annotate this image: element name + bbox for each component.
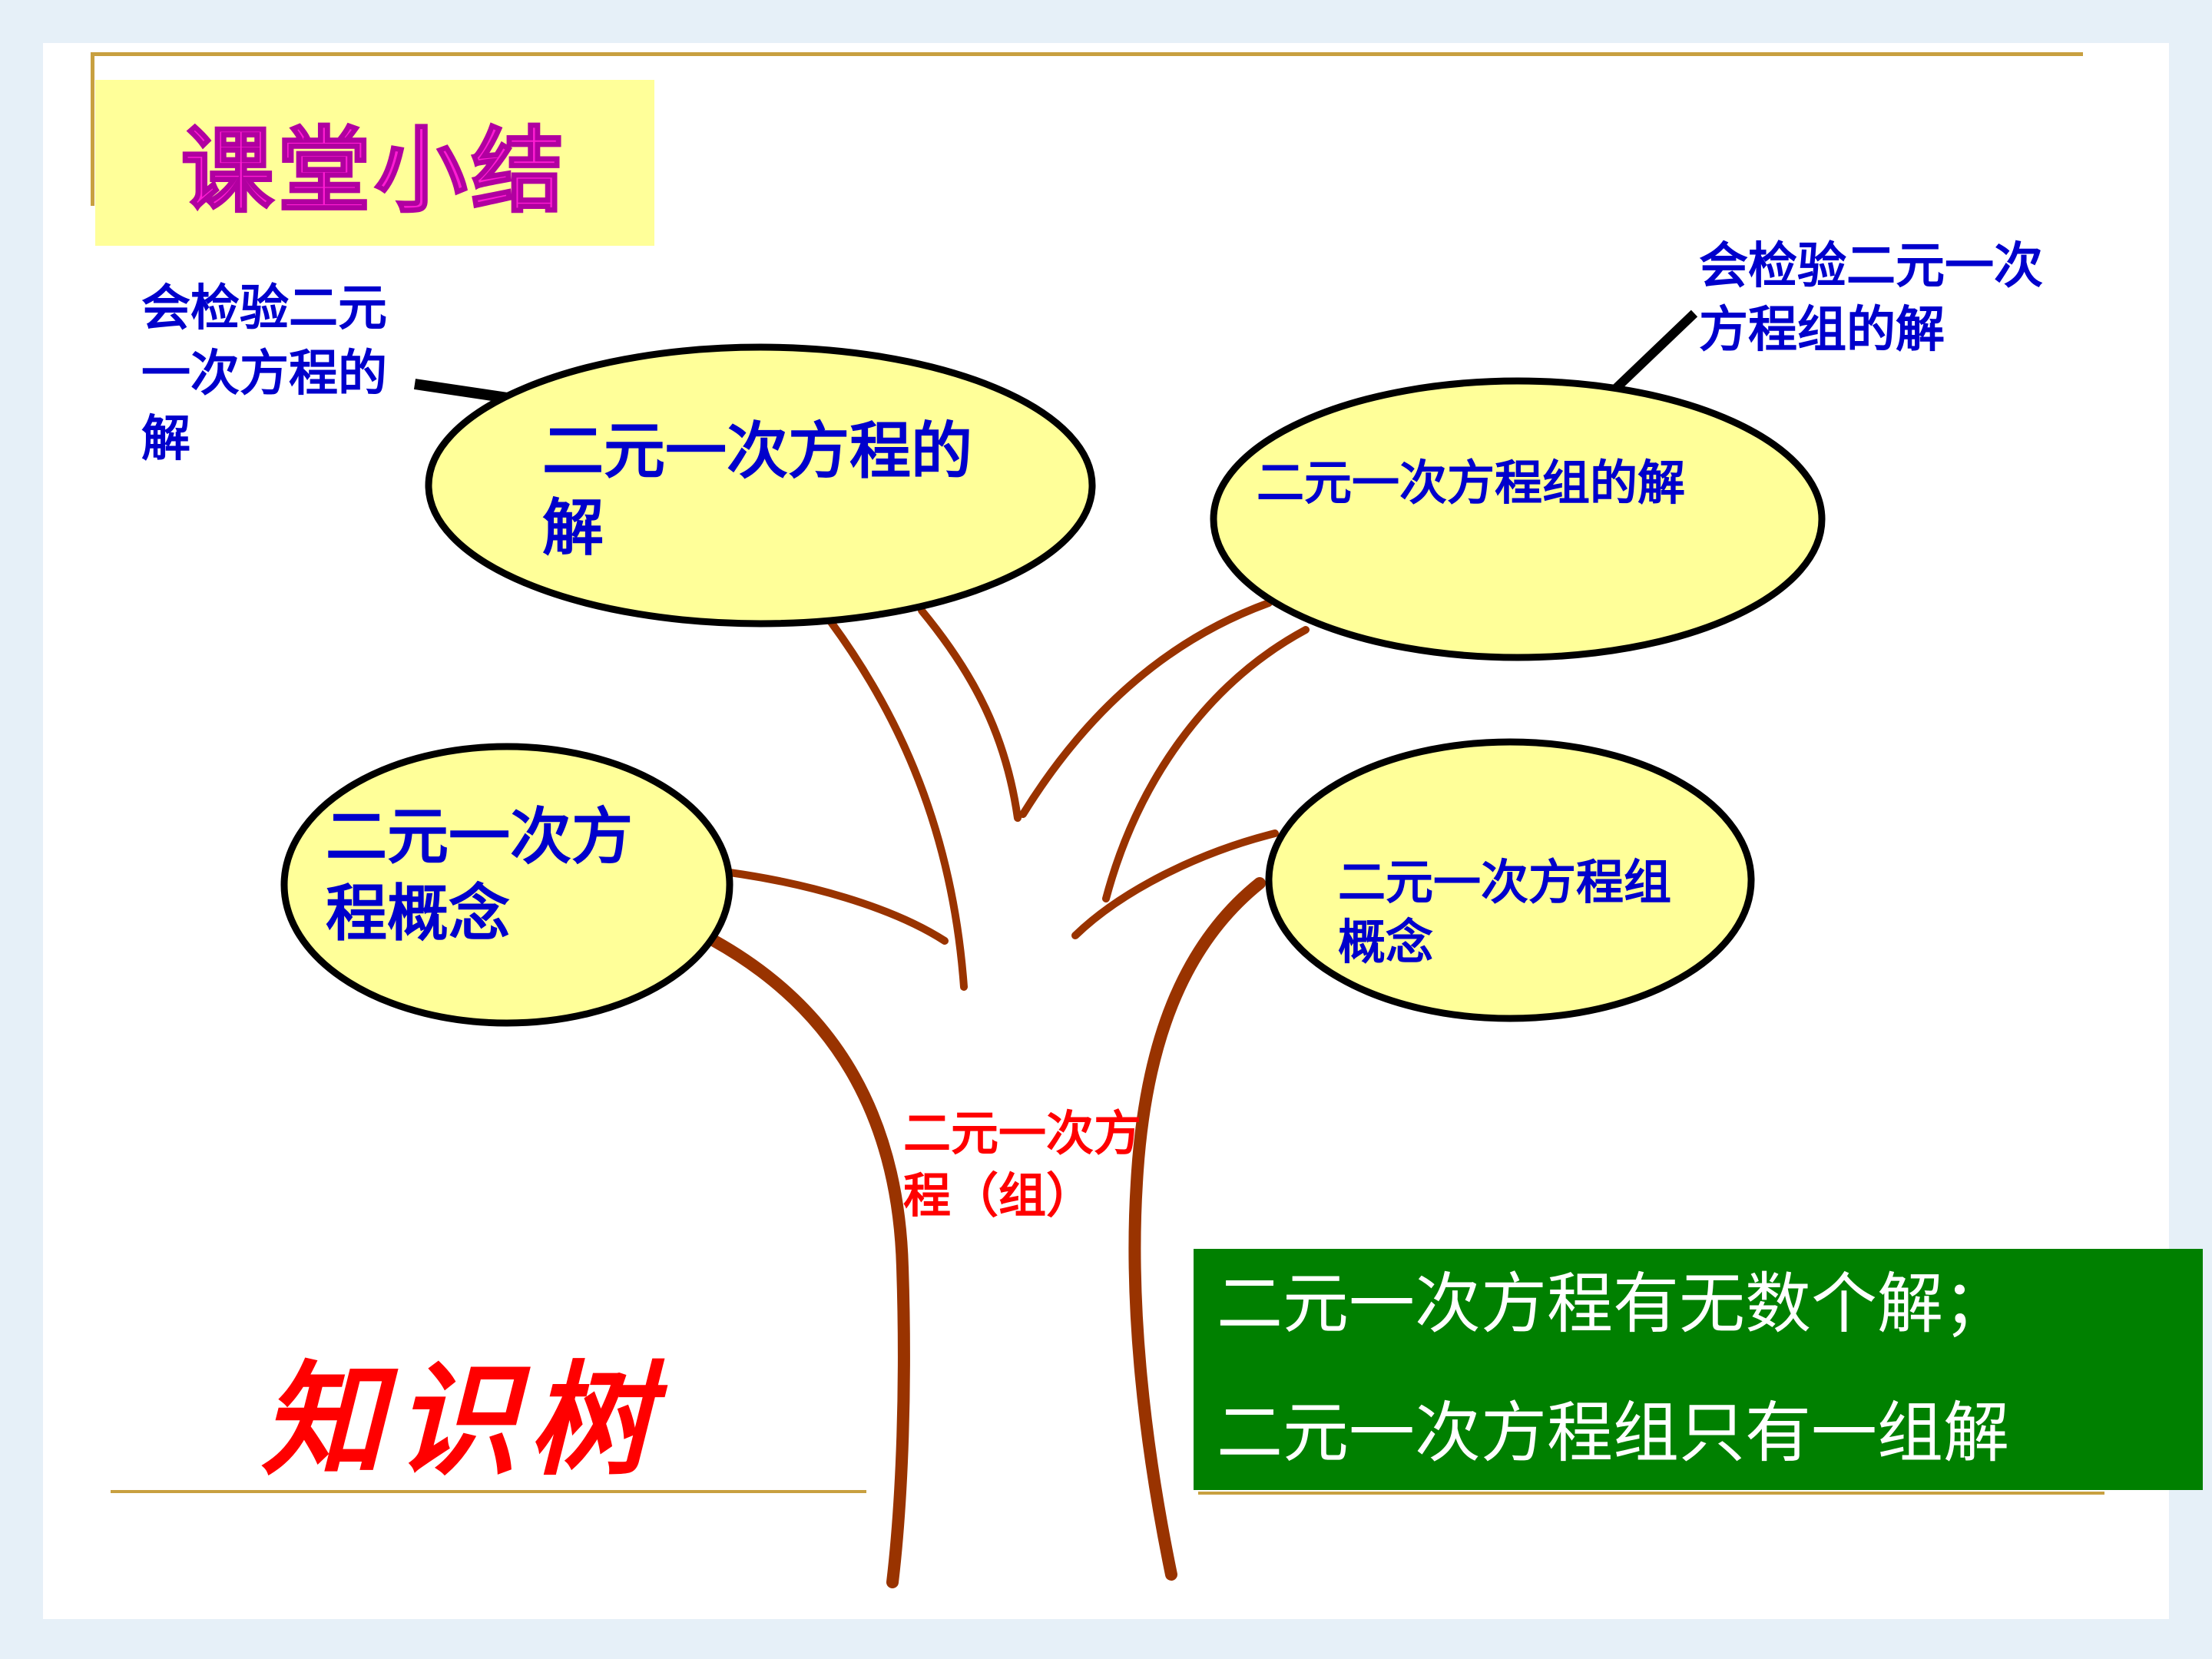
trunk-left-edge xyxy=(708,935,910,1588)
oval-concept-single xyxy=(280,743,733,1027)
branch-solution-single-right xyxy=(918,607,1022,822)
page-title: 课堂小结 xyxy=(180,118,568,227)
oval-concept-system xyxy=(1265,738,1755,1022)
branch-concept-system xyxy=(1071,830,1279,939)
trunk-label: 二元一次方程（组） xyxy=(903,1105,1142,1224)
branch-solution-single-left xyxy=(827,618,968,991)
branch-concept-single xyxy=(726,869,949,945)
note-check-single: 会检验二元一次方程的解 xyxy=(141,280,387,469)
knowledge-tree-word: 知识树 xyxy=(261,1348,663,1492)
summary-line-2: 二元一次方程组只有一组解 xyxy=(1217,1395,2009,1472)
label-concept-system: 二元一次方程组概念 xyxy=(1338,854,1672,970)
oval-solution-system xyxy=(1210,377,1826,661)
oval-solution-single xyxy=(425,343,1096,628)
summary-line-1: 二元一次方程有无数个解； xyxy=(1217,1266,2009,1343)
branch-solution-system-right xyxy=(1102,626,1310,902)
bottom-rule-right xyxy=(1198,1492,2104,1495)
label-concept-single: 二元一次方程概念 xyxy=(326,801,633,949)
branch-solution-system-left xyxy=(1019,599,1273,818)
trunk-right-edge xyxy=(1128,877,1266,1581)
summary-box: 二元一次方程有无数个解； 二元一次方程组只有一组解 xyxy=(1194,1249,2203,1490)
label-solution-single: 二元一次方程的解 xyxy=(542,416,972,564)
bottom-rule-left xyxy=(111,1490,866,1493)
label-solution-system: 二元一次方程组的解 xyxy=(1257,455,1686,511)
note-check-system: 会检验二元一次方程组的解 xyxy=(1699,238,2043,359)
title-box: 课堂小结 xyxy=(95,80,654,246)
top-rule xyxy=(92,52,2083,56)
left-rule xyxy=(91,52,94,206)
